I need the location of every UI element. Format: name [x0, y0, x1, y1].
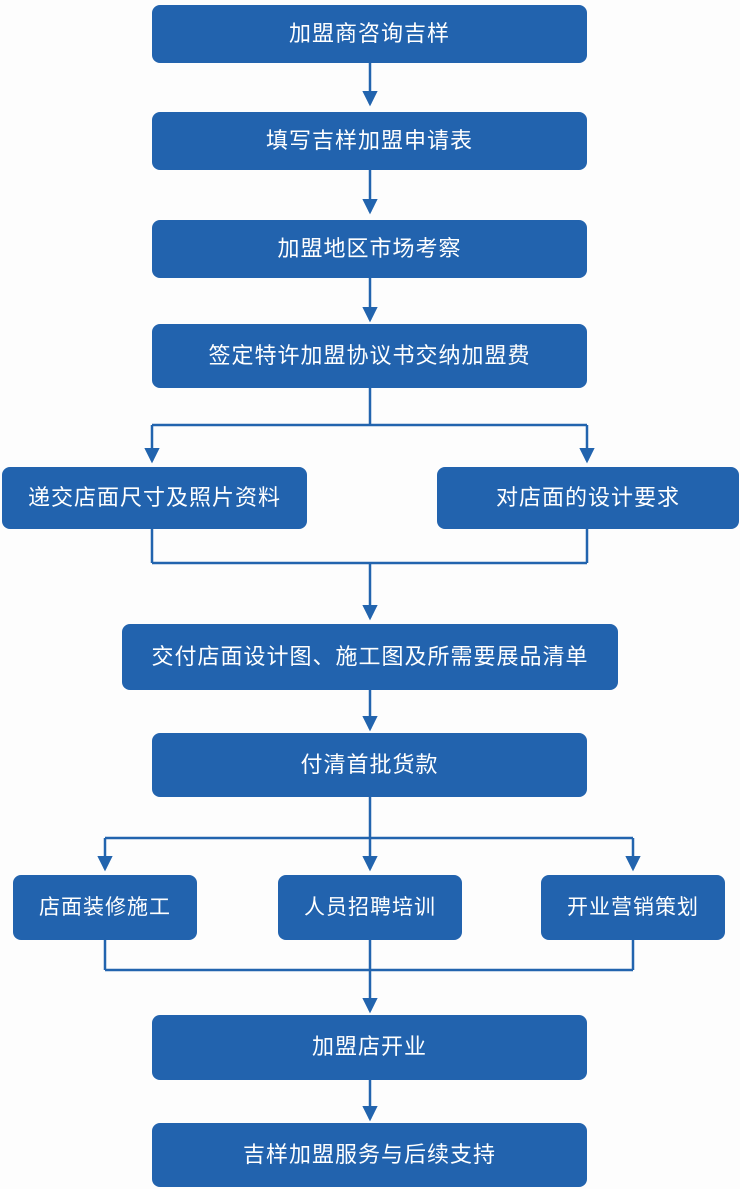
flow-node-recruitment-training: 人员招聘培训	[278, 875, 462, 940]
flow-node-submit-store-info: 递交店面尺寸及照片资料	[2, 467, 307, 529]
flow-node-store-opening: 加盟店开业	[152, 1015, 587, 1080]
flow-node-renovation: 店面装修施工	[13, 875, 197, 940]
flow-node-consult: 加盟商咨询吉样	[152, 5, 587, 63]
edge-merge3-rail	[103, 940, 635, 972]
flow-node-design-requirements: 对店面的设计要求	[437, 467, 739, 529]
flow-node-first-payment: 付清首批货款	[152, 733, 587, 797]
edge-merge2-rail	[150, 529, 589, 565]
edge-split3-rail	[105, 797, 633, 840]
flow-node-marketing-planning: 开业营销策划	[541, 875, 725, 940]
flow-node-market-inspection: 加盟地区市场考察	[152, 220, 587, 278]
flow-node-follow-up-support: 吉样加盟服务与后续支持	[152, 1123, 587, 1187]
flow-node-sign-agreement: 签定特许加盟协议书交纳加盟费	[152, 324, 587, 388]
flow-node-application-form: 填写吉样加盟申请表	[152, 112, 587, 170]
edge-split2-rail	[152, 388, 587, 427]
flow-node-deliver-drawings: 交付店面设计图、施工图及所需要展品清单	[122, 624, 618, 690]
